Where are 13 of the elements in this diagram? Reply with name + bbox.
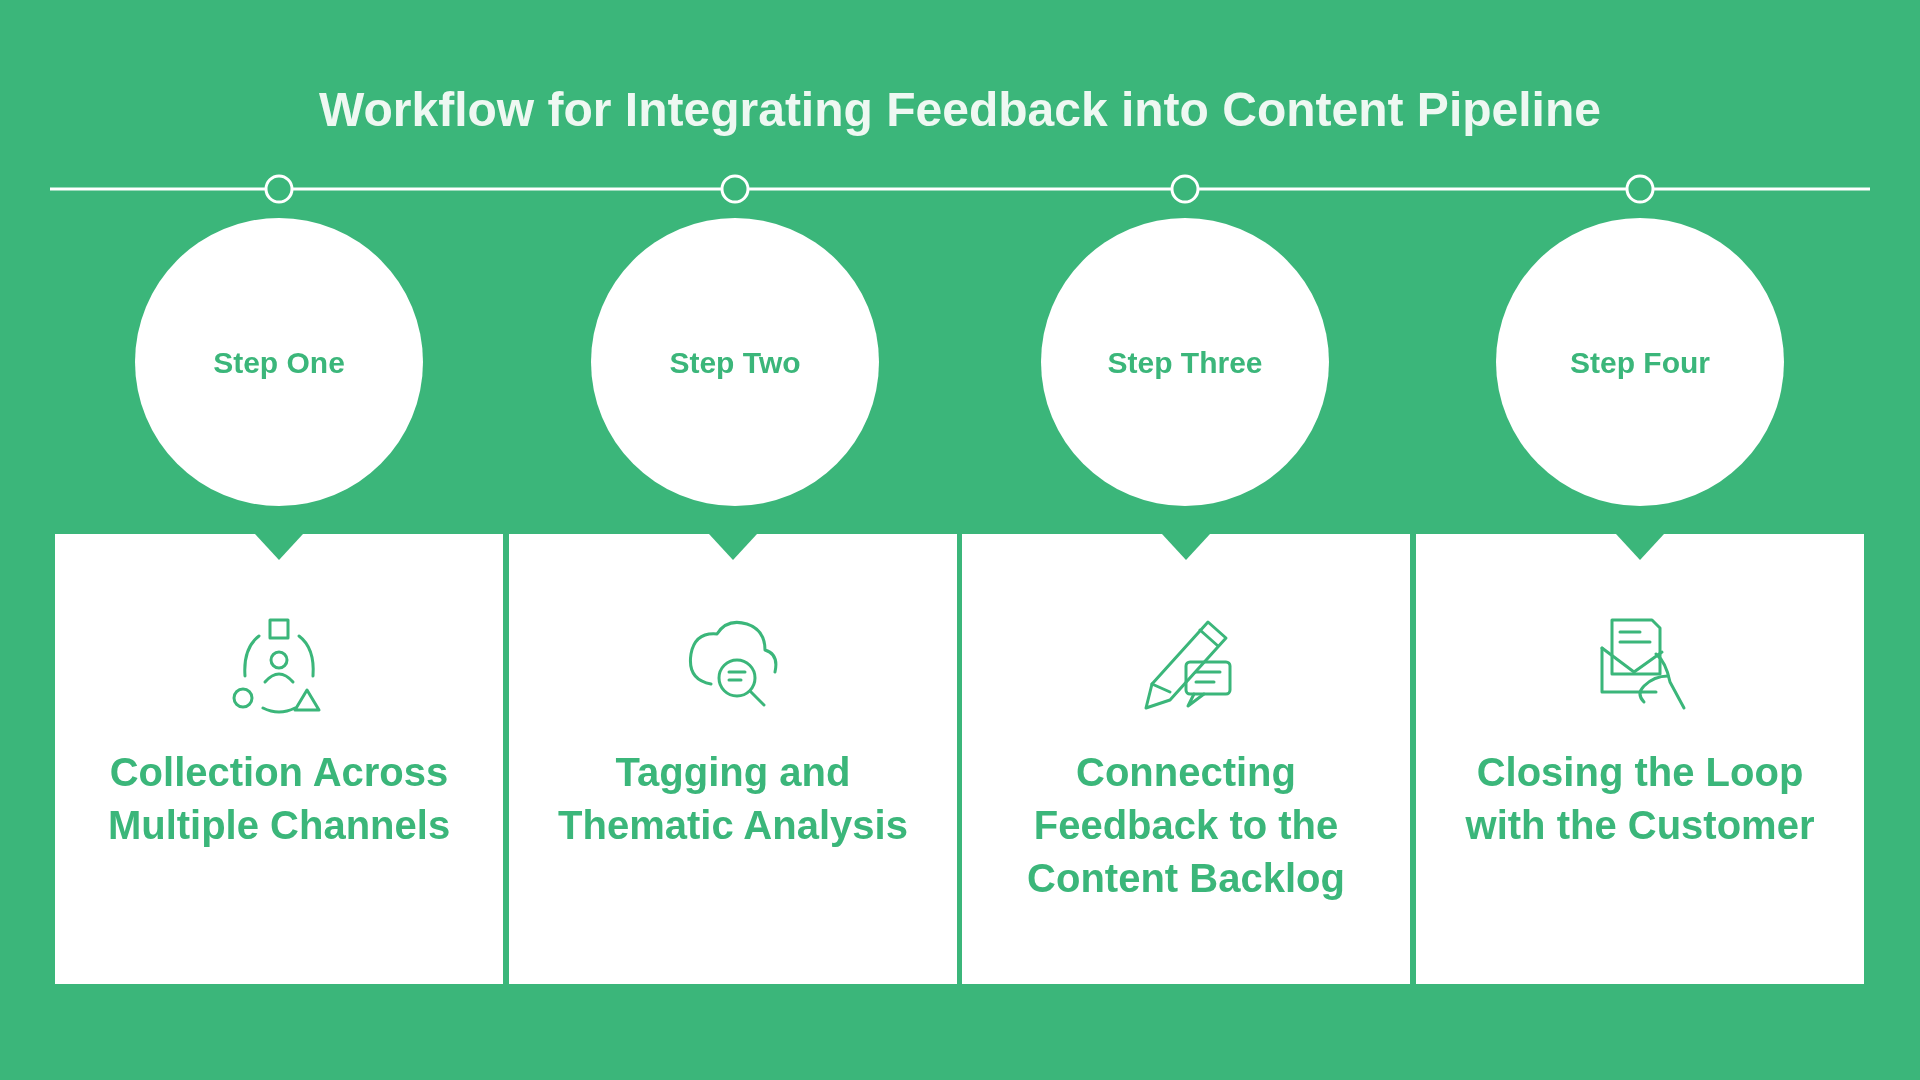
step-card <box>55 534 503 984</box>
step-description: Collection Across Multiple Channels <box>106 749 452 849</box>
step-label: Step Four <box>1570 344 1710 381</box>
step-description: Tagging and Thematic Analysis <box>557 749 909 849</box>
step-card <box>962 534 1410 984</box>
title: Workflow for Integrating Feedback into Content Pipeline <box>318 82 1602 138</box>
step-card <box>1416 534 1864 984</box>
step-label: Step One <box>213 344 345 381</box>
step-card <box>509 534 957 984</box>
step-description: Closing the Loop with the Customer <box>1464 749 1816 849</box>
step-label: Step Two <box>669 344 801 381</box>
step-description: Connecting Feedback to the Content Backlog <box>1026 749 1346 902</box>
step-label: Step Three <box>1107 344 1263 381</box>
